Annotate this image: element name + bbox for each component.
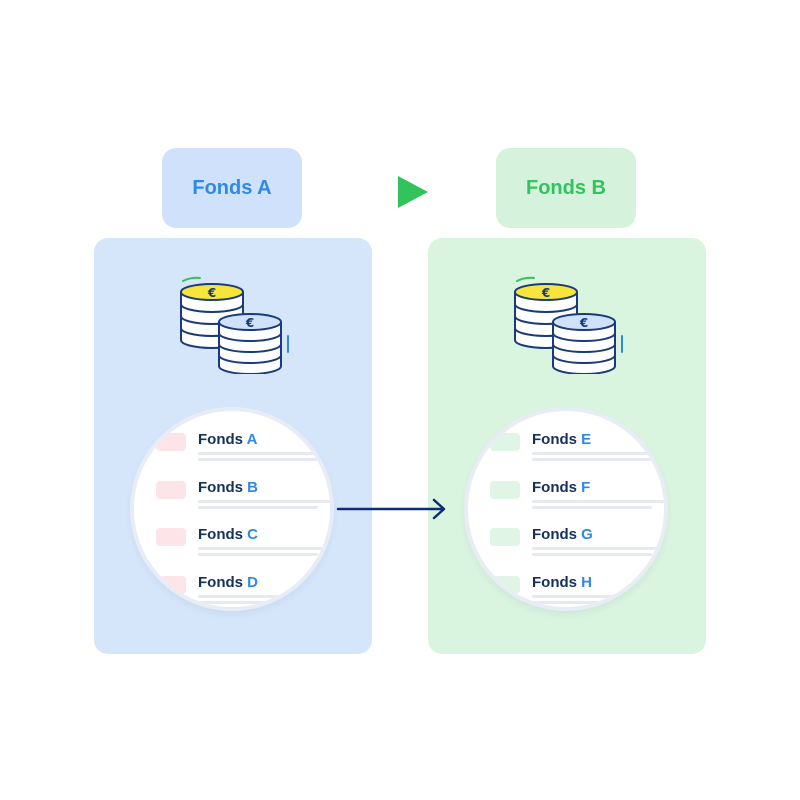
fund-a-label: Fonds A: [162, 148, 302, 228]
fund-list-magnifier: Fonds A Fonds B Fonds C Fonds D: [134, 411, 330, 607]
placeholder-line: [532, 452, 664, 455]
list-item: Fonds G: [490, 526, 664, 576]
row-chip: [490, 528, 520, 546]
list-item: Fonds A: [156, 431, 330, 481]
play-icon: [398, 176, 428, 208]
placeholder-line: [198, 458, 318, 461]
placeholder-line: [532, 458, 652, 461]
coin-symbol: €: [579, 316, 588, 330]
placeholder-line: [198, 547, 330, 550]
fund-name: Fonds B: [198, 478, 259, 496]
placeholder-line: [198, 505, 318, 509]
fund-b-label: Fonds B: [496, 148, 636, 228]
row-chip: [490, 575, 520, 594]
list-item: Fonds H: [490, 573, 664, 608]
source-fund-panel: € € Fonds A Fonds B Fonds C: [94, 238, 372, 654]
fund-name: Fonds F: [532, 478, 591, 496]
fund-list: Fonds A Fonds B Fonds C Fonds D: [156, 431, 330, 608]
euro-coins-icon: € €: [180, 276, 289, 374]
placeholder-line: [532, 547, 664, 550]
placeholder-line: [198, 553, 318, 556]
row-chip: [490, 480, 520, 499]
row-chip: [156, 480, 186, 499]
coin-symbol: €: [207, 286, 216, 300]
fund-name: Fonds C: [198, 526, 259, 543]
placeholder-line: [532, 505, 652, 509]
placeholder-line: [532, 600, 652, 604]
placeholder-line: [198, 594, 330, 598]
coin-symbol: €: [245, 316, 254, 330]
coin-symbol: €: [541, 286, 550, 300]
fund-list: Fonds E Fonds F Fonds G Fonds H: [490, 431, 664, 608]
row-chip: [156, 575, 186, 594]
placeholder-line: [198, 499, 330, 503]
placeholder-line: [532, 594, 664, 598]
fund-name: Fonds E: [532, 431, 592, 448]
list-item: Fonds C: [156, 526, 330, 576]
row-chip: [156, 528, 186, 546]
row-chip: [156, 433, 186, 451]
placeholder-line: [532, 499, 664, 503]
placeholder-line: [532, 553, 652, 556]
arrow-right-icon: [336, 498, 446, 520]
fund-name: Fonds D: [198, 573, 259, 591]
euro-coins-icon: € €: [514, 276, 623, 374]
row-chip: [490, 433, 520, 451]
fund-name: Fonds G: [532, 526, 593, 543]
fund-list-magnifier: Fonds E Fonds F Fonds G Fonds H: [468, 411, 664, 607]
list-item: Fonds B: [156, 478, 330, 529]
list-item: Fonds E: [490, 431, 664, 481]
placeholder-line: [198, 452, 330, 455]
target-fund-panel: € € Fonds E Fonds F Fonds G: [428, 238, 706, 654]
fund-name: Fonds A: [198, 431, 258, 448]
placeholder-line: [198, 600, 318, 604]
fund-name: Fonds H: [532, 573, 593, 591]
list-item: Fonds D: [156, 573, 330, 608]
list-item: Fonds F: [490, 478, 664, 529]
